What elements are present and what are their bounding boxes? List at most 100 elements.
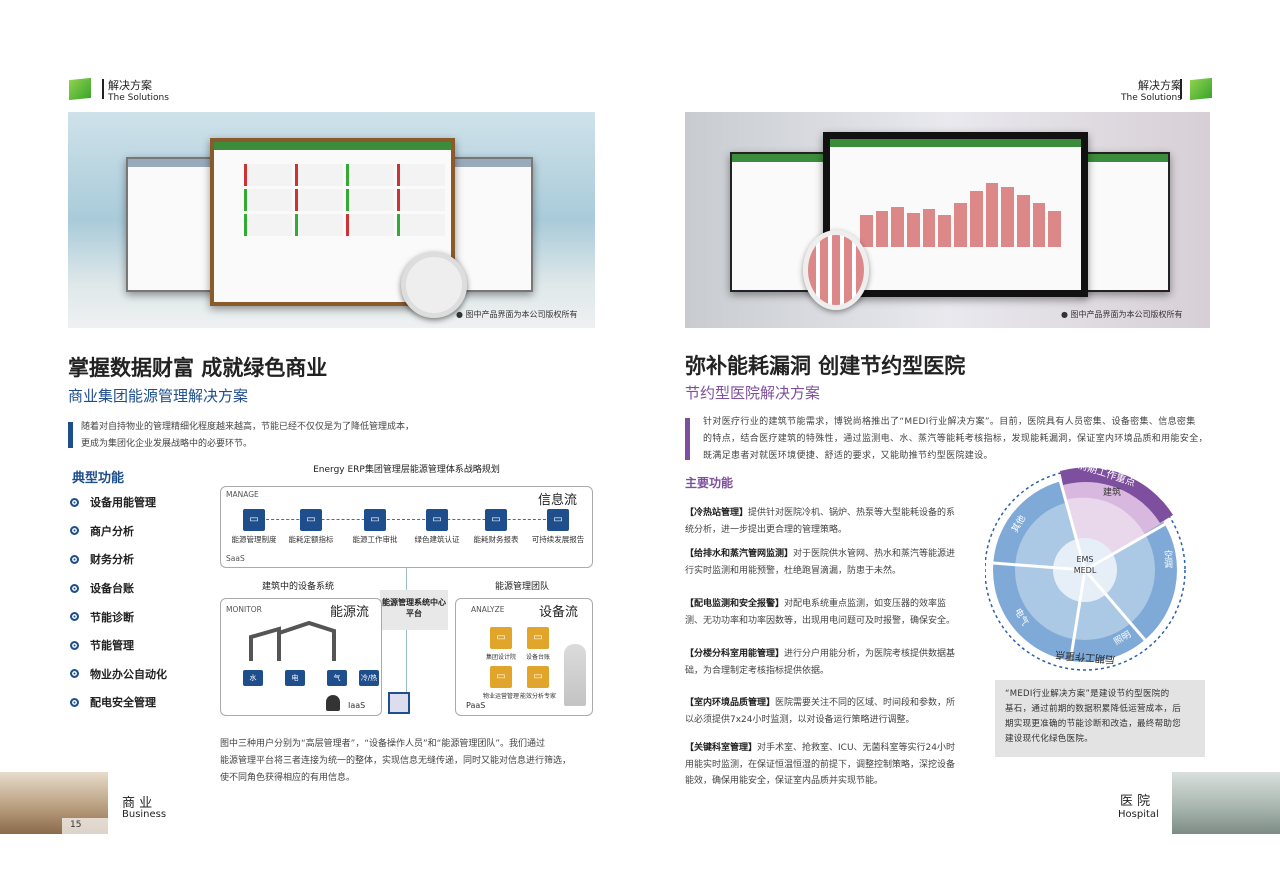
feature-desc: 医院需要关注不同的区域、时间段和参数，所以必须提供7x24小时监测，以对设备运行… — [685, 698, 956, 725]
bullet-icon — [70, 697, 79, 707]
feature-item: 财务分析 — [70, 545, 167, 574]
sector-building: 建筑 — [1103, 488, 1122, 498]
brand-logo-icon — [69, 77, 91, 101]
feature-item: 【室内环境品质管理】医院需要关注不同的区域、时间段和参数，所以必须提供7x24小… — [685, 695, 960, 728]
hvac-node: 冷/热 — [359, 670, 379, 686]
energy-team-label: 能源管理团队 — [495, 582, 550, 592]
energy-flow-label: 能源流 — [329, 605, 369, 620]
header-cn: 解决方案 — [108, 79, 152, 92]
feature-label: 节能诊断 — [90, 610, 134, 624]
feature-desc: 对配电系统重点监测，如变压器的效率监测、无功功率和功率因数等，出现用电问题可及时… — [685, 599, 956, 626]
feature-label: 物业办公自动化 — [90, 667, 167, 681]
water-node: 水 — [243, 670, 263, 686]
header-en: The Solutions — [1121, 93, 1182, 103]
bullet-icon — [70, 583, 79, 593]
laptop-icon: ▭ — [243, 509, 265, 531]
node-label: 能耗定额指标 — [288, 535, 334, 544]
node-label: 能源管理制度 — [231, 535, 277, 544]
product-screenshot-left: ● 图中产品界面为本公司版权所有 — [68, 112, 595, 328]
gas-node: 气 — [327, 670, 347, 686]
center-line: MEDL — [1073, 566, 1097, 575]
feature-label: 配电安全管理 — [90, 696, 156, 710]
feature-item: 商户分析 — [70, 517, 167, 546]
intro-line: 更成为集团化企业发展战略中的必要环节。 — [81, 439, 253, 449]
diagram-title: Energy ERP集团管理层能源管理体系战略规划 — [313, 465, 500, 475]
feature-label: 节能管理 — [90, 639, 134, 653]
bullet-icon — [70, 526, 79, 536]
node-label: 集团设计院 — [485, 654, 516, 661]
magnifier-icon — [401, 252, 467, 318]
node-label: 能耗财务报表 — [473, 535, 519, 544]
info-flow-label: 信息流 — [537, 493, 577, 508]
intro-line: 既满足患者对就医环境便捷、舒适的要求，又能助推节约型医院建设。 — [703, 451, 993, 461]
feature-list: 设备用能管理 商户分析 财务分析 设备台账 节能诊断 节能管理 物业办公自动化 … — [70, 488, 167, 717]
iaas-label: IaaS — [348, 701, 366, 710]
building-icon — [249, 620, 336, 661]
feature-label: 财务分析 — [90, 553, 134, 567]
intro-line: 针对医疗行业的建筑节能需求，博锐尚格推出了“MEDI行业解决方案”。目前，医院具… — [703, 417, 1196, 427]
quote-line: 期实现更准确的节能诊断和改造，最终帮助您 — [1005, 719, 1182, 729]
page-subtitle: 商业集团能源管理解决方案 — [68, 387, 249, 405]
feature-item: 【配电监测和安全报警】对配电系统重点监测，如变压器的效率监测、无功功率和功率因数… — [685, 596, 960, 629]
node-label: 物业运营管理 — [482, 693, 519, 700]
footer-en: Business — [122, 809, 167, 820]
page-title: 掌握数据财富 成就绿色商业 — [68, 356, 328, 380]
team-people-icon — [564, 644, 586, 706]
feature-desc: 提供针对医院冷机、锅炉、热泵等大型能耗设备的系统分析，进一步提出更合理的管理策略… — [685, 508, 956, 535]
feature-label: 设备用能管理 — [90, 496, 156, 510]
section-header-left: 解决方案 The Solutions — [108, 77, 169, 103]
laptop-icon: ▭ — [364, 509, 386, 531]
energy-erp-diagram: Energy ERP集团管理层能源管理体系战略规划 MANAGE 信息流 Saa… — [220, 455, 593, 725]
divider — [1180, 79, 1182, 99]
wheel-graphic — [984, 467, 1186, 671]
caption-text: 图中产品界面为本公司版权所有 — [1070, 310, 1183, 319]
feature-desc: 对手术室、抢救室、ICU、无菌科室等实行24小时用能实时监测，在保证恒温恒湿的前… — [685, 743, 956, 786]
building-systems-label: 建筑中的设备系统 — [262, 582, 335, 592]
feature-item: 设备台账 — [70, 574, 167, 603]
monitor-tag: MONITOR — [226, 605, 262, 614]
bullet-icon — [70, 554, 79, 564]
dashed-connector — [256, 519, 556, 520]
accent-bar — [685, 418, 690, 460]
caption-text: 图中产品界面为本公司版权所有 — [465, 310, 578, 319]
feature-item: 节能诊断 — [70, 602, 167, 631]
features-heading: 典型功能 — [72, 471, 125, 486]
brand-logo-icon — [1190, 77, 1212, 101]
feature-name: 【配电监测和安全报警】 — [685, 599, 785, 609]
node: ▭ 能源管理制度 — [224, 509, 284, 545]
feature-item: 物业办公自动化 — [70, 660, 167, 689]
copyright-caption: ● 图中产品界面为本公司版权所有 — [1061, 310, 1183, 319]
node: ▭ 集团设计院 — [476, 627, 526, 663]
caption-line: 能源管理平台将三者连接为统一的整体，实现信息无缝传递，同时又能对信息进行筛选， — [220, 756, 572, 766]
node: ▭ 能源工作审批 — [345, 509, 405, 545]
feature-item: 【冷热站管理】提供针对医院冷机、锅炉、热泵等大型能耗设备的系统分析，进一步提出更… — [685, 505, 960, 538]
quote-box: “MEDI行业解决方案”是建设节约型医院的 基石，通过前期的数据积累降低运营成本… — [995, 680, 1205, 757]
monitor-back-left — [126, 157, 226, 292]
intro-line: 的特点，结合医疗建筑的特殊性，通过监测电、水、蒸汽等能耗考核指标，发现能耗漏洞，… — [703, 434, 1208, 444]
section-header-right: 解决方案 The Solutions — [1121, 77, 1182, 103]
laptop-icon: ▭ — [485, 509, 507, 531]
feature-label: 设备台账 — [90, 582, 134, 596]
diagram-caption: 图中三种用户分别为“高层管理者”，“设备操作人员”和“能源管理团队”。我们通过 … — [220, 736, 595, 787]
feature-desc: 对于医院供水管网、热水和蒸汽等能源进行实时监测和用能预警，杜绝跑冒滴漏，防患于未… — [685, 549, 956, 576]
quote-line: 建设现代化绿色医院。 — [1005, 734, 1094, 744]
feature-item: 【给排水和蒸汽管网监测】对于医院供水管网、热水和蒸汽等能源进行实时监测和用能预警… — [685, 546, 960, 579]
node-label: 能源工作审批 — [352, 535, 398, 544]
header-en: The Solutions — [108, 93, 169, 103]
center-platform: 能源管理系统中心平台 — [380, 590, 448, 630]
feature-item: 【分楼分科室用能管理】进行分户用能分析，为医院考核提供数据基础，为合理制定考核指… — [685, 646, 960, 679]
node: ▭ 物业运营管理 — [476, 666, 526, 702]
quote-line: 基石，通过前期的数据积累降低运营成本，后 — [1005, 704, 1182, 714]
monitor-back-right — [1080, 152, 1170, 292]
laptop-icon: ▭ — [490, 666, 512, 688]
node: ▭绿色建筑认证 — [407, 509, 467, 545]
feature-name: 【给排水和蒸汽管网监测】 — [685, 549, 794, 559]
operator-icon — [326, 695, 340, 711]
laptop-icon: ▭ — [490, 627, 512, 649]
page-title: 弥补能耗漏洞 创建节约型医院 — [685, 354, 966, 378]
footer-cn: 医 院 — [1120, 794, 1151, 809]
feature-name: 【室内环境品质管理】 — [685, 698, 776, 708]
analyze-tag: ANALYZE — [471, 605, 505, 614]
